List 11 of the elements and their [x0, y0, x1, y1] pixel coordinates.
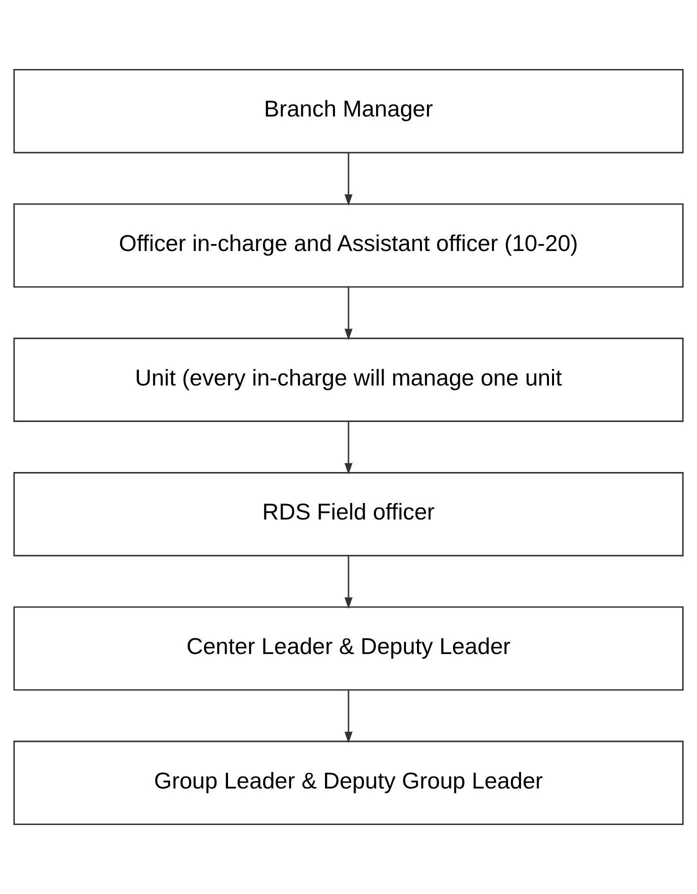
arrow	[344, 287, 352, 340]
arrow	[344, 690, 352, 744]
node-box: Officer in-charge and Assistant officer (10-20)	[13, 203, 684, 288]
arrow	[344, 556, 352, 609]
arrow	[344, 152, 352, 206]
node-box: Unit (every in-charge will manage one unit	[13, 338, 684, 422]
node-box: Group Leader & Deputy Group Leader	[13, 740, 684, 825]
node-box: Branch Manager	[13, 69, 684, 154]
arrow	[344, 421, 352, 475]
node-box: RDS Field officer	[13, 472, 684, 556]
node-box: Center Leader & Deputy Leader	[13, 606, 684, 691]
